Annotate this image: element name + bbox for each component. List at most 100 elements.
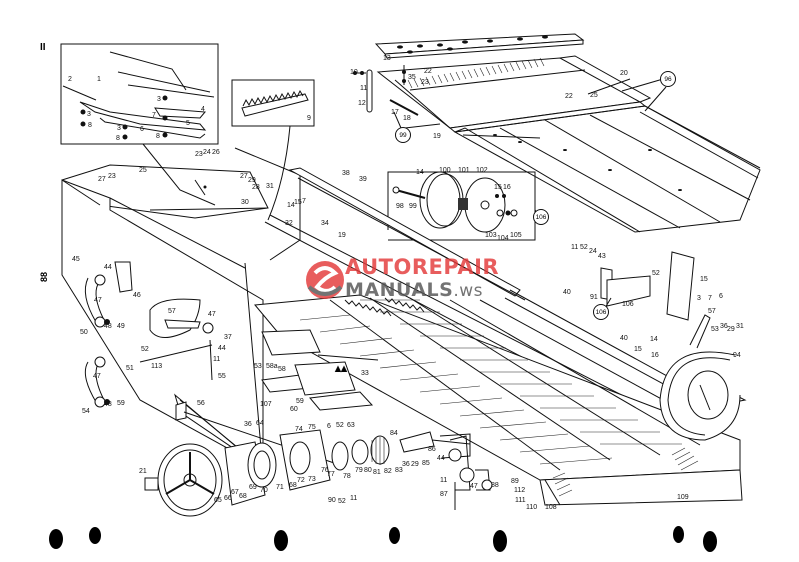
part-label: 16 — [503, 184, 511, 191]
part-label: 48 — [104, 401, 112, 408]
punch-hole — [703, 531, 717, 552]
part-label: 21 — [139, 468, 147, 475]
part-label: 98 — [396, 203, 404, 210]
part-label: 23 — [195, 151, 203, 158]
part-label: 11 — [350, 495, 358, 502]
part-label: 99 — [409, 203, 417, 210]
sieve-frame — [376, 55, 652, 133]
part-label: 10 — [350, 69, 358, 76]
part-label: 68 — [289, 482, 297, 489]
part-label: 78 — [343, 473, 351, 480]
part-label: 8 — [156, 133, 160, 140]
part-label: 6 — [140, 126, 144, 133]
part-label: 20 — [620, 70, 628, 77]
part-label: 53 — [254, 363, 262, 370]
part-label: 48 — [104, 323, 112, 330]
part-label: 87 — [440, 491, 448, 498]
slot-link-parts — [353, 65, 419, 116]
part-label: 27 — [98, 176, 106, 183]
part-label: 38 — [342, 170, 350, 177]
drive-train — [144, 401, 493, 517]
punch-hole — [274, 530, 288, 551]
part-label: 8 — [116, 135, 120, 142]
callout-circled: 99 — [395, 127, 411, 143]
part-label: 29 — [727, 326, 735, 333]
part-label: 52 — [338, 498, 346, 505]
part-label: 64 — [256, 420, 264, 427]
part-label: 52 — [580, 244, 588, 251]
callout-circled: 106 — [593, 304, 609, 320]
part-label: 56 — [197, 400, 205, 407]
right-sieve-sheet — [453, 105, 761, 233]
part-label: 105 — [510, 232, 522, 239]
part-label: 19 — [433, 133, 441, 140]
part-label: 66 — [224, 495, 232, 502]
watermark: AUTOREPAIR MANUALS.ws — [305, 255, 515, 307]
part-label: 18 — [403, 115, 411, 122]
part-label: 76 — [321, 467, 329, 474]
part-label: 11 — [571, 244, 579, 251]
part-label: 6 — [327, 423, 331, 430]
part-label: 103 — [485, 232, 497, 239]
part-label: 47 — [470, 483, 478, 490]
part-label: 52 — [652, 270, 660, 277]
punch-hole — [89, 527, 101, 544]
part-label: 19 — [338, 232, 346, 239]
part-label: 113 — [151, 363, 163, 370]
part-label: 17 — [391, 109, 399, 116]
part-label: 63 — [347, 422, 355, 429]
part-label: 54 — [82, 408, 90, 415]
part-label: 36 — [244, 421, 252, 428]
part-label: 29 — [411, 461, 419, 468]
part-label: 9 — [307, 115, 311, 122]
slat-conveyor — [254, 294, 743, 506]
part-label: 84 — [390, 430, 398, 437]
part-label: 67 — [231, 489, 239, 496]
part-label: 75 — [308, 424, 316, 431]
part-label: 58a — [266, 363, 278, 370]
part-label: 65 — [214, 497, 222, 504]
part-label: 26 — [212, 149, 220, 156]
part-label: 36 — [720, 323, 728, 330]
part-label: 44 — [437, 455, 445, 462]
part-label: 112 — [514, 487, 526, 494]
part-label: 22 — [565, 93, 573, 100]
part-label: 106 — [622, 301, 634, 308]
part-label: 45 — [72, 256, 80, 263]
part-label: 53 — [711, 326, 719, 333]
part-label: 68 — [239, 493, 247, 500]
punch-hole — [673, 526, 684, 543]
punch-hole — [389, 527, 400, 544]
part-label: 2 — [68, 76, 72, 83]
part-label: 52 — [336, 422, 344, 429]
part-label: 3 — [697, 295, 701, 302]
part-label: 40 — [620, 335, 628, 342]
part-label: 13 — [383, 55, 391, 62]
part-label: 28 — [252, 184, 260, 191]
part-label: 8 — [88, 122, 92, 129]
part-label: 90 — [328, 497, 336, 504]
part-label: 39 — [359, 176, 367, 183]
part-label: 82 — [384, 468, 392, 475]
part-label: 49 — [117, 323, 125, 330]
part-label: 59 — [117, 400, 125, 407]
part-label: 14 — [287, 202, 295, 209]
part-label: 37 — [224, 334, 232, 341]
inset-comb — [231, 79, 315, 221]
part-label: 29 — [248, 177, 256, 184]
part-label: 104 — [497, 235, 509, 242]
part-label: 109 — [677, 494, 689, 501]
part-label: 46 — [133, 292, 141, 299]
center-parts — [261, 329, 379, 411]
part-label: 91 — [590, 294, 598, 301]
part-label: 12 — [358, 100, 366, 107]
part-label: 47 — [94, 297, 102, 304]
part-label: 15 — [294, 199, 302, 206]
inset-hub — [387, 171, 536, 241]
callout-circled: 96 — [660, 71, 676, 87]
part-label: 111 — [515, 497, 526, 504]
part-label: 94 — [733, 352, 741, 359]
watermark-logo-icon — [306, 261, 344, 299]
part-label: 34 — [321, 220, 329, 227]
part-label: 60 — [290, 406, 298, 413]
